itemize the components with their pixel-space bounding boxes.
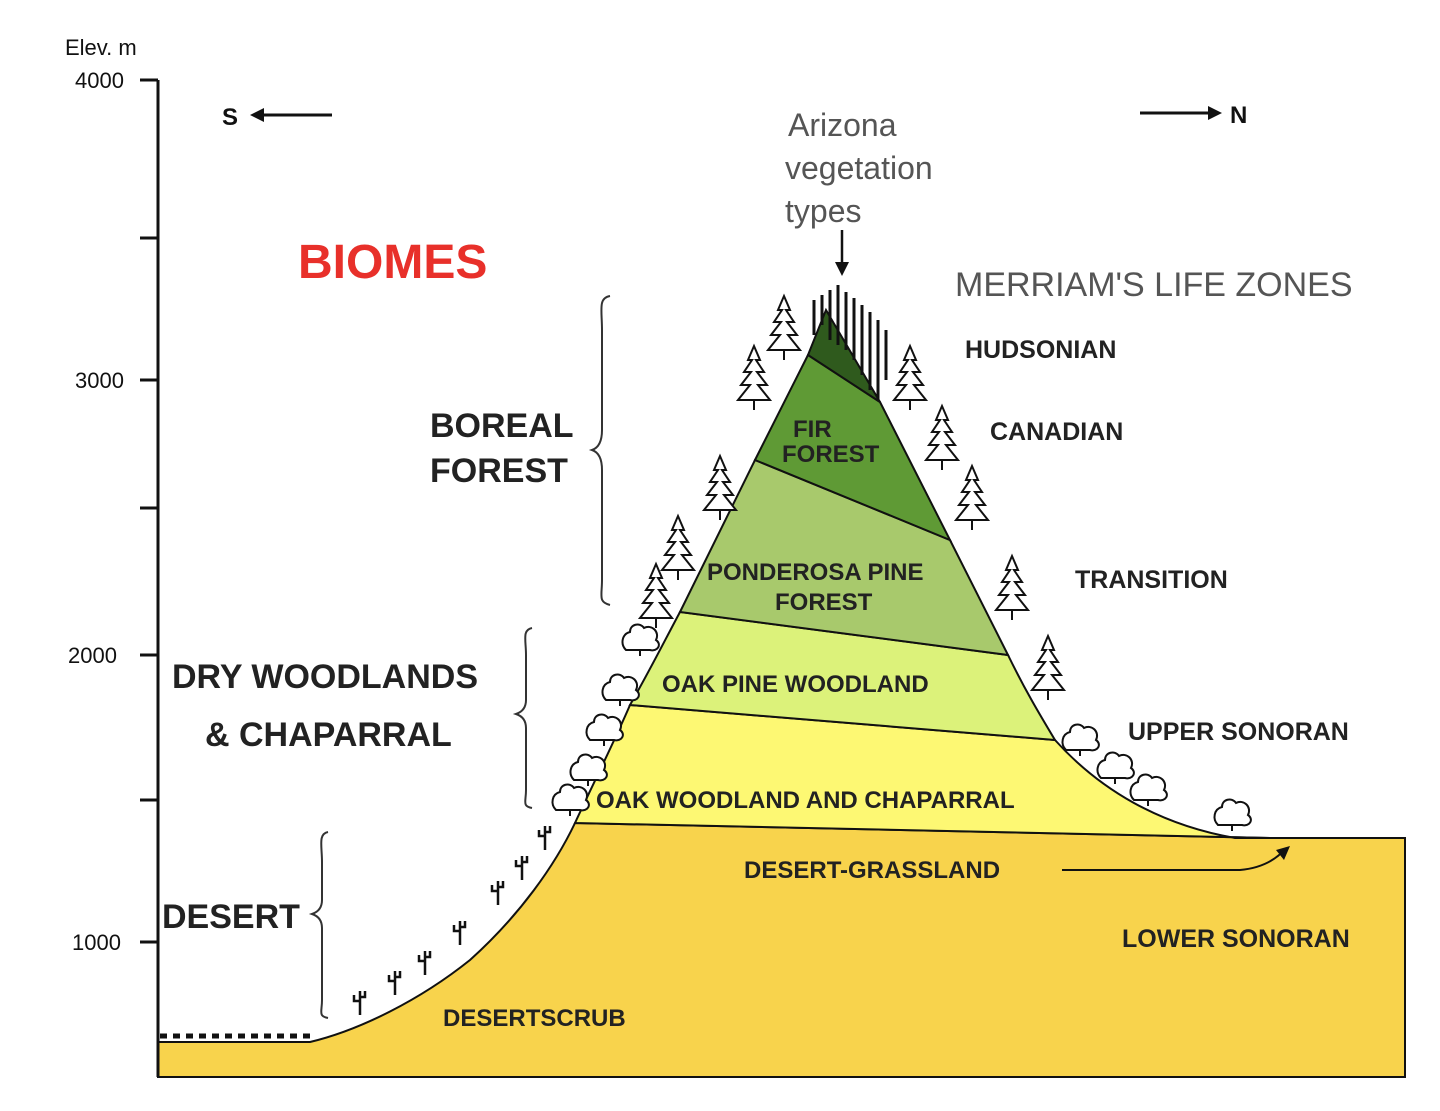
fir-forest-label-1: FIR bbox=[793, 416, 832, 443]
svg-text:& CHAPARRAL: & CHAPARRAL bbox=[205, 716, 452, 754]
tick-label-4000: 4000 bbox=[75, 68, 124, 93]
fir-forest-label-2: FOREST bbox=[782, 441, 880, 468]
desert-biome: DESERT bbox=[162, 831, 329, 1019]
svg-text:Arizona: Arizona bbox=[788, 107, 897, 143]
desert-brace bbox=[308, 831, 329, 1019]
zone-lower-sonoran: LOWER SONORAN bbox=[1122, 925, 1350, 953]
tick-label-3000: 3000 bbox=[75, 368, 124, 393]
north-direction: N bbox=[1140, 102, 1247, 129]
arrow-down-icon bbox=[835, 262, 849, 276]
zone-hudsonian: HUDSONIAN bbox=[965, 336, 1116, 364]
arrow-up-right-icon bbox=[1276, 846, 1290, 860]
arizona-note: Arizona vegetation types bbox=[785, 107, 933, 276]
dry-woodlands-biome: DRY WOODLANDS & CHAPARRAL bbox=[172, 627, 533, 809]
zone-transition: TRANSITION bbox=[1075, 566, 1228, 594]
ponderosa-label-2: FOREST bbox=[775, 589, 873, 616]
svg-text:types: types bbox=[785, 193, 861, 229]
boreal-biome: BOREAL FOREST bbox=[430, 295, 611, 606]
biomes-title: BIOMES bbox=[298, 236, 487, 289]
dry-woodlands-brace bbox=[512, 627, 533, 809]
desertscrub-label: DESERTSCRUB bbox=[443, 1005, 626, 1032]
ponderosa-label-1: PONDEROSA PINE bbox=[707, 559, 923, 586]
svg-text:N: N bbox=[1230, 102, 1247, 129]
tick-label-2000: 2000 bbox=[68, 643, 117, 668]
life-zones-title: MERRIAM'S LIFE ZONES bbox=[955, 266, 1353, 304]
svg-text:BOREAL: BOREAL bbox=[430, 407, 574, 445]
elevation-axis: Elev. m 4000 3000 2000 1000 bbox=[65, 35, 160, 1077]
svg-text:DRY WOODLANDS: DRY WOODLANDS bbox=[172, 658, 478, 696]
svg-text:DESERT: DESERT bbox=[162, 898, 300, 936]
svg-text:FOREST: FOREST bbox=[430, 452, 568, 490]
svg-text:vegetation: vegetation bbox=[785, 150, 933, 186]
oak-woodland-label: OAK WOODLAND AND CHAPARRAL bbox=[596, 787, 1015, 814]
boreal-brace bbox=[588, 295, 611, 606]
summit-forest bbox=[812, 285, 888, 400]
arrow-right-icon bbox=[1208, 106, 1222, 120]
south-direction: S bbox=[222, 104, 332, 131]
zone-upper-sonoran: UPPER SONORAN bbox=[1128, 718, 1349, 746]
desert-grassland-label: DESERT-GRASSLAND bbox=[744, 857, 1000, 884]
oak-pine-label: OAK PINE WOODLAND bbox=[662, 671, 929, 698]
svg-text:S: S bbox=[222, 104, 238, 131]
axis-title: Elev. m bbox=[65, 35, 137, 60]
desert-band bbox=[157, 821, 1406, 1078]
zone-canadian: CANADIAN bbox=[990, 418, 1123, 446]
arrow-left-icon bbox=[250, 108, 264, 122]
tick-label-1000: 1000 bbox=[72, 930, 121, 955]
